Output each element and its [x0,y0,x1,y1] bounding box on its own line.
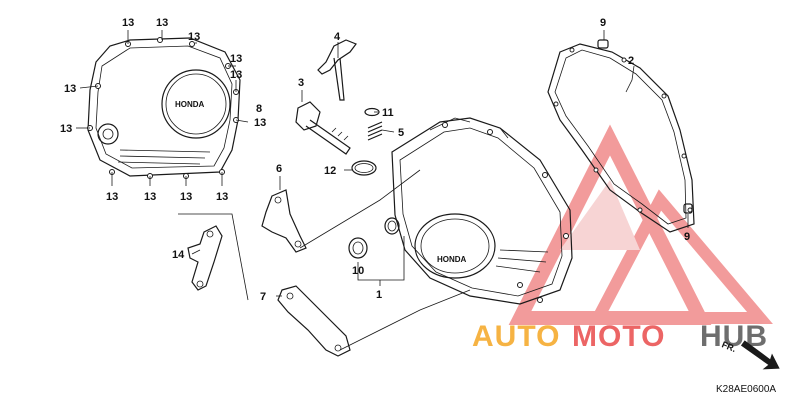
callout-11: 11 [382,107,394,119]
o-ring [351,160,377,176]
seal-ring [384,217,400,235]
callout-6: 6 [276,163,282,175]
callout-13-j: 13 [144,191,156,203]
callout-9-bottom: 9 [684,231,690,243]
callout-13-g: 13 [64,83,76,95]
callout-13-b: 13 [156,17,168,29]
watermark-moto: MOTO [572,320,665,353]
callouts: 13 13 13 13 13 8 13 13 13 13 13 13 13 9 … [60,17,690,303]
cover-brand-text: HONDA [175,100,205,109]
callout-8: 8 [256,103,262,115]
outer-cover: HONDA [87,37,241,179]
lifter-lever [317,39,357,101]
bracket-6 [261,189,307,253]
figure-code: K28AE0600A [716,384,776,395]
watermark-auto: AUTO [472,320,560,353]
callout-7: 7 [260,291,266,303]
callout-1: 1 [376,289,382,301]
callout-13-e: 13 [230,69,242,81]
dowel-pin-top [597,39,609,49]
right-crankcase-cover: HONDA [391,117,573,305]
main-cover-brand-text: HONDA [437,255,467,264]
callout-13-i: 13 [106,191,118,203]
callout-2: 2 [628,55,634,67]
callout-14: 14 [172,249,185,261]
cover-gasket [547,43,695,233]
callout-13-h: 13 [60,123,72,135]
watermark-hub: HUB [700,320,768,353]
callout-13-a: 13 [122,17,134,29]
watermark-logo [508,124,773,325]
callout-4: 4 [334,31,341,43]
callout-12: 12 [324,165,336,177]
leader-lines [76,30,689,351]
spring [367,121,383,141]
callout-13-c: 13 [188,31,200,43]
divider-lines [178,213,249,301]
callout-5: 5 [398,127,404,139]
callout-3: 3 [298,77,304,89]
dowel-pin-bottom [683,203,693,214]
guide-plate-7 [277,285,351,357]
oil-seal [348,237,368,259]
oil-filler-cap [295,101,351,155]
callout-13-l: 13 [216,191,228,203]
washer [364,107,380,117]
callout-13-k: 13 [180,191,192,203]
callout-13-d: 13 [230,53,242,65]
bracket-14 [187,225,223,291]
watermark-text: AUTO MOTO HUB [472,320,768,353]
callout-13-f: 13 [254,117,266,129]
callout-9-top: 9 [600,17,606,29]
callout-10: 10 [352,265,364,277]
